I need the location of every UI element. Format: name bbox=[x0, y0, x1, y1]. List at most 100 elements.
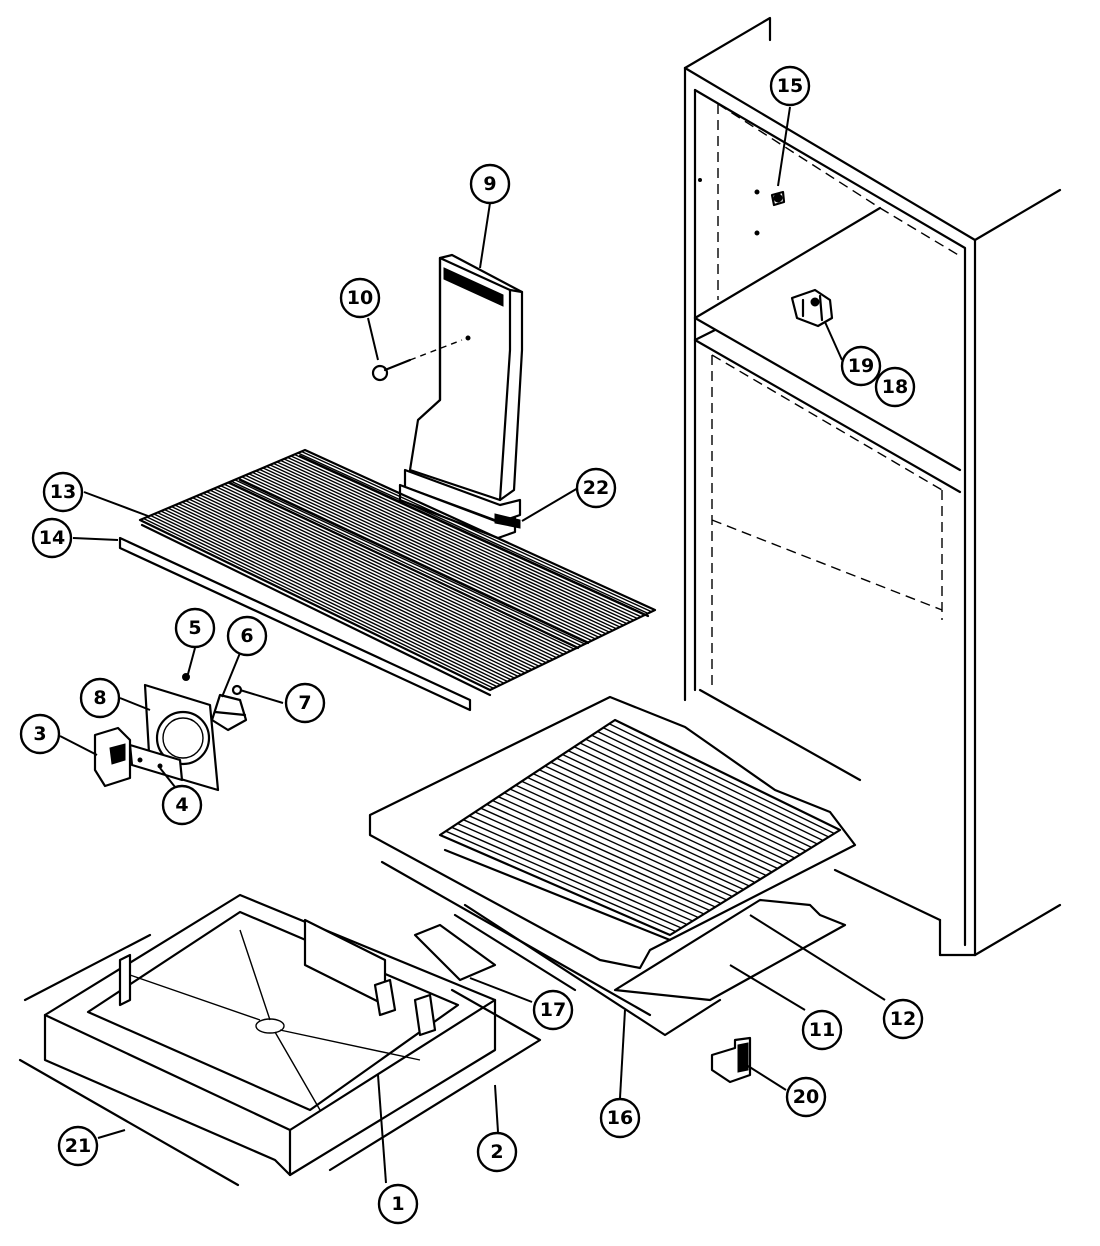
fan-assembly bbox=[93, 673, 248, 792]
part-14-shelf-rail bbox=[118, 536, 472, 712]
shelf-wire bbox=[192, 497, 544, 666]
shelf-wire bbox=[262, 467, 614, 632]
leader-lines bbox=[59, 106, 886, 1184]
shelf-wire bbox=[195, 495, 547, 664]
callout-14[interactable]: 14 bbox=[31, 517, 73, 559]
callout-5-label: 5 bbox=[188, 617, 201, 639]
cover-rib bbox=[533, 773, 761, 880]
shelf-wire bbox=[297, 452, 649, 615]
part-2-rail bbox=[328, 988, 542, 1172]
shelf-wire bbox=[259, 468, 610, 633]
callout-20[interactable]: 20 bbox=[785, 1076, 827, 1118]
cover-rib bbox=[451, 826, 682, 929]
callout-15-label: 15 bbox=[777, 75, 803, 97]
shelf-wire bbox=[290, 455, 642, 618]
callout-16[interactable]: 16 bbox=[599, 1097, 641, 1139]
cover-rib bbox=[457, 822, 688, 926]
shelf-wire bbox=[164, 508, 515, 679]
part-5-screw bbox=[182, 673, 190, 681]
shelf-wire bbox=[283, 458, 635, 621]
shelf-wire bbox=[255, 470, 607, 635]
callout-10[interactable]: 10 bbox=[339, 277, 381, 319]
callout-9-label: 9 bbox=[483, 173, 496, 195]
part-21-rail bbox=[18, 933, 240, 1187]
callout-8[interactable]: 8 bbox=[79, 677, 121, 719]
callouts: 1 2 3 4 5 6 7 8 9 10 11 12 13 14 15 bbox=[19, 65, 924, 1225]
shelf-wire bbox=[241, 476, 593, 642]
shelf-wire bbox=[150, 514, 501, 686]
cover-rib bbox=[515, 784, 744, 891]
part-12-crisper-cover bbox=[368, 695, 857, 970]
shelf-wire bbox=[245, 474, 596, 640]
shelf-wire bbox=[234, 479, 586, 645]
callout-4-label: 4 bbox=[175, 794, 188, 816]
callout-6-label: 6 bbox=[240, 625, 253, 647]
callout-5[interactable]: 5 bbox=[174, 607, 216, 649]
cover-rib bbox=[538, 769, 767, 877]
cover-rib bbox=[556, 757, 784, 866]
part-10-screw bbox=[371, 339, 463, 382]
callout-18[interactable]: 18 bbox=[874, 366, 916, 408]
callout-17-label: 17 bbox=[540, 999, 566, 1021]
fan-shroud-ring bbox=[155, 710, 211, 766]
callout-3[interactable]: 3 bbox=[19, 713, 61, 755]
callout-1-label: 1 bbox=[391, 1193, 404, 1215]
cover-rib bbox=[503, 792, 733, 898]
callout-9[interactable]: 9 bbox=[469, 163, 511, 205]
shelf-wire bbox=[231, 480, 582, 647]
callout-15[interactable]: 15 bbox=[769, 65, 811, 107]
shelf-wire bbox=[178, 502, 529, 672]
cover-ribs bbox=[445, 723, 835, 933]
callout-21[interactable]: 21 bbox=[57, 1125, 99, 1167]
shelf-wire bbox=[224, 483, 575, 650]
part-7-clip bbox=[231, 684, 243, 696]
shelf-wire bbox=[153, 513, 505, 684]
shelf-wire bbox=[171, 505, 522, 676]
callout-14-label: 14 bbox=[39, 527, 65, 549]
shelf-wire bbox=[139, 519, 491, 691]
callout-7-label: 7 bbox=[298, 692, 311, 714]
callout-19[interactable]: 19 bbox=[840, 345, 882, 387]
shelf-wire bbox=[143, 517, 494, 689]
part-22-duct-fitting bbox=[494, 513, 521, 529]
cover-rib bbox=[474, 811, 705, 915]
shelf-wire bbox=[209, 489, 561, 657]
cover-rib bbox=[521, 780, 750, 887]
shelf-wire bbox=[181, 501, 533, 671]
cover-rib bbox=[527, 776, 756, 884]
cover-rib bbox=[486, 803, 716, 908]
callout-11[interactable]: 11 bbox=[801, 1009, 843, 1051]
shelf-wire bbox=[206, 491, 557, 659]
part-19-bracket bbox=[790, 288, 834, 328]
shelf-wire bbox=[266, 465, 617, 630]
callout-8-label: 8 bbox=[93, 687, 106, 709]
cover-rib bbox=[445, 830, 676, 933]
shelf-wire bbox=[227, 482, 579, 649]
shelf-wire bbox=[167, 507, 519, 678]
callout-6[interactable]: 6 bbox=[226, 615, 268, 657]
duct-grille bbox=[443, 267, 504, 307]
shelf-wire bbox=[248, 473, 600, 638]
callout-17[interactable]: 17 bbox=[532, 989, 574, 1031]
callout-12[interactable]: 12 bbox=[882, 998, 924, 1040]
callout-13[interactable]: 13 bbox=[42, 471, 84, 513]
part-17-slide bbox=[413, 923, 497, 982]
cover-rib bbox=[544, 765, 773, 873]
callout-1[interactable]: 1 bbox=[377, 1183, 419, 1225]
callout-4[interactable]: 4 bbox=[161, 784, 203, 826]
callout-22-label: 22 bbox=[583, 477, 609, 499]
callout-7[interactable]: 7 bbox=[284, 682, 326, 724]
callout-12-label: 12 bbox=[890, 1008, 916, 1030]
cover-rib bbox=[468, 815, 699, 919]
callout-21-label: 21 bbox=[65, 1135, 91, 1157]
cover-rib bbox=[492, 799, 722, 905]
cover-rib bbox=[509, 788, 739, 894]
shelf-wire bbox=[202, 492, 554, 661]
part-1-crisper-pan bbox=[43, 893, 497, 1177]
cover-rib bbox=[573, 746, 801, 856]
callout-22[interactable]: 22 bbox=[575, 467, 617, 509]
cover-rib bbox=[498, 796, 727, 901]
shelf-wire bbox=[301, 450, 652, 613]
callout-2[interactable]: 2 bbox=[476, 1131, 518, 1173]
